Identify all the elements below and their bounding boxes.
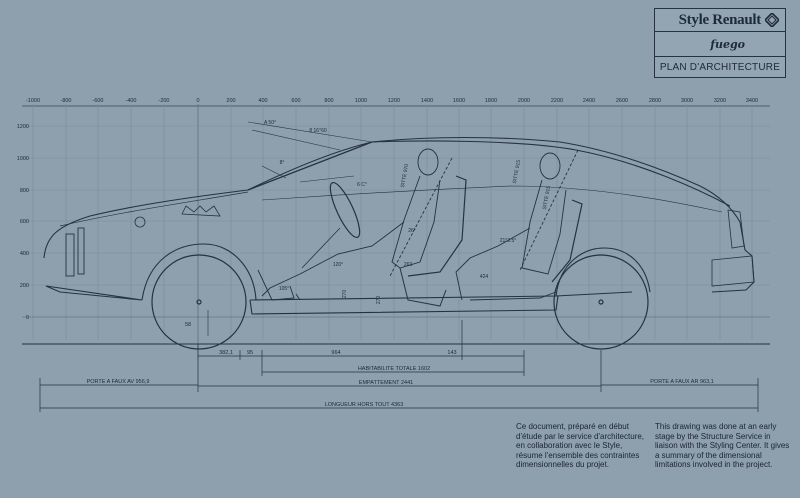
windscreen-line [247,141,373,191]
x-tick-label: 1400 [421,98,433,104]
dim-382: 382,1 [219,350,233,356]
rear-wheel [553,254,649,350]
x-tick-label: 600 [291,98,300,104]
rear-seat-dim: 424 [480,274,489,280]
x-tick-label: 2600 [616,98,628,104]
y-tick-label: 600 [20,219,29,225]
dim-ground-clearance: 58 [185,322,191,328]
x-tick-label: 1000 [355,98,367,104]
x-tick-label: 800 [324,98,333,104]
car-profile [43,136,755,315]
y-tick-label: 1000 [17,156,29,162]
tail-light [727,209,745,249]
y-axis-labels: 1200 1000 800 600 400 200 0 [17,124,29,321]
note-english: This drawing was done at an early stage … [655,422,790,470]
x-tick-label: -1000 [26,98,40,104]
y-tick-label: 200 [20,283,29,289]
pedal-dim: 270 [342,290,348,299]
belt-line [261,185,723,213]
x-tick-label: 0 [196,98,199,104]
front-hub [196,299,202,305]
hip-angle-front: 26° [408,228,416,234]
brand-row: Style Renault [655,9,785,32]
front-wheel [151,254,247,350]
angle-top1: A 50° [264,120,276,126]
vertical-grid-lines [32,104,753,360]
hip-angle-rear: 21°3.5° [500,238,517,244]
dim-habitabilite: HABITABILITE TOTALE 1602 [358,366,430,372]
y-tick-label: 800 [20,188,29,194]
rear-occupant [455,149,583,301]
dim-porte-faux-ar: PORTE A FAUX AR 963,1 [650,379,714,385]
foot-angle: 105° [279,286,289,292]
x-tick-label: 1800 [485,98,497,104]
plan-title: PLAN D'ARCHITECTURE [659,61,781,73]
angle-top2: 8 16°60 [309,128,327,134]
dim-longueur: LONGUEUR HORS TOUT 4363 [325,402,404,408]
y-tick-label: 1200 [17,124,29,130]
brand-name: Style Renault [678,11,762,28]
x-tick-label: -400 [125,98,136,104]
y-tick-label: 0 [26,315,29,321]
wheels [151,254,649,350]
rear-wheel-arch [555,247,651,297]
front-seat-label: SITTE 970 [400,163,410,188]
x-tick-label: -600 [92,98,103,104]
x-tick-label: 1200 [388,98,400,104]
construction-lines [207,121,373,336]
steering-wheel [301,182,361,269]
rear-bumper [711,255,755,287]
x-tick-label: 3400 [746,98,758,104]
rear-seat-label2: SITTE 915 [542,185,552,210]
dim-95: 95 [247,350,253,356]
dim-964: 964 [331,350,340,356]
x-tick-label: 2200 [551,98,563,104]
model-name: fuego [710,37,745,51]
floor-dim: 270 [376,296,382,305]
dim-porte-faux-av: PORTE A FAUX AV 956,9 [87,379,150,385]
model-row: fuego [655,32,785,57]
hood-details [134,205,221,228]
x-tick-label: -200 [158,98,169,104]
front-occupant [261,148,467,307]
x-tick-label: 1600 [453,98,465,104]
knee-angle: 120° [333,262,343,268]
x-tick-label: 3200 [714,98,726,104]
headlight [65,227,85,277]
angle-windshield: 8° [280,160,285,166]
x-axis-labels: -1000 -800 -600 -400 -200 0 200 400 600 … [26,98,758,104]
grid [22,104,770,360]
car-body-outline [43,136,755,301]
pedal-area [257,269,301,301]
dimension-lines [22,320,770,412]
dim-empattement: EMPATTEMENT 2441 [359,380,413,386]
renault-diamond-icon [765,13,779,27]
dimension-labels: 382,1 95 964 143 HABITABILITE TOTALE 160… [87,322,714,408]
x-tick-label: 3000 [681,98,693,104]
x-tick-label: 2400 [583,98,595,104]
horizontal-grid-lines [22,125,770,318]
emblem-icon [134,216,146,228]
title-block: Style Renault fuego PLAN D'ARCHITECTURE [654,8,786,78]
front-wheel-arch [141,243,257,301]
rear-hub [598,299,604,305]
roof-line [371,140,731,207]
angle-annotations: A 50° 8 16°60 8° 6 C° SITTE 970 SITTE 91… [264,120,552,304]
y-tick-label: 400 [20,251,29,257]
hood-line [59,191,249,227]
rear-seat-label: SITTE 915 [512,159,522,184]
floor-pan [249,295,559,315]
steering-angle: 6 C° [357,182,367,188]
x-tick-label: 2000 [518,98,530,104]
note-french: Ce document, préparé en début d'étude pa… [516,422,645,470]
x-tick-label: -800 [60,98,71,104]
hood-vent [181,205,221,217]
x-tick-label: 2800 [649,98,661,104]
x-tick-label: 400 [258,98,267,104]
x-tick-label: 200 [226,98,235,104]
front-seat-dim: 263 [404,262,413,268]
dim-143: 143 [447,350,456,356]
